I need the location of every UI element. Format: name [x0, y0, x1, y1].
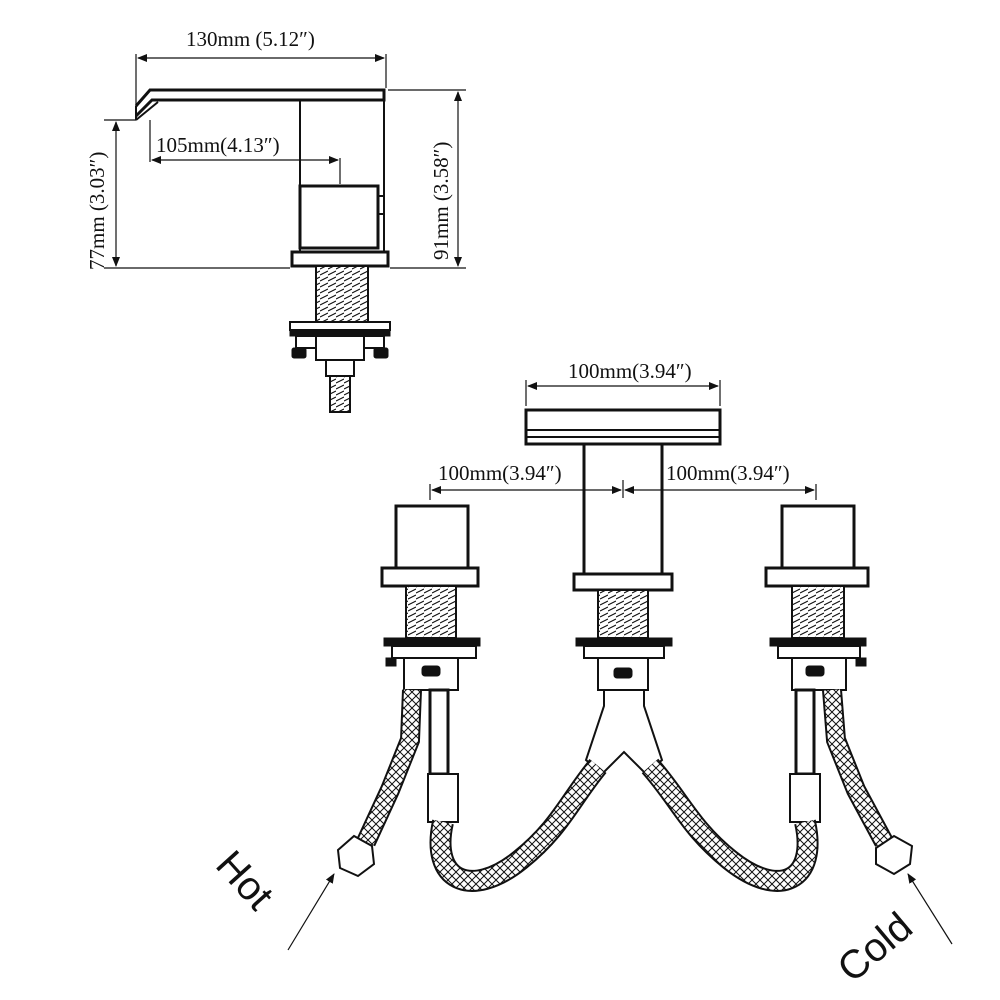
hot-escutcheon	[380, 566, 480, 588]
side-view: 130mm (5.12″) 105mm(4.13″) 77mm (3.03″) …	[85, 27, 466, 413]
dim-spout-width-text: 100mm(3.94″)	[568, 359, 692, 383]
y-connector	[584, 689, 664, 776]
hot-link-hose	[431, 760, 605, 890]
side-nut	[315, 335, 365, 361]
side-spout	[134, 88, 386, 121]
cold-fitting	[875, 834, 914, 876]
side-body	[299, 99, 385, 253]
dim-spout-height: 77mm (3.03″)	[85, 119, 290, 270]
cold-escutcheon	[764, 566, 870, 588]
cold-handle	[780, 504, 856, 570]
dim-spout-width: 100mm(3.94″)	[525, 359, 721, 406]
dim-left-spacing-text: 100mm(3.94″)	[438, 461, 562, 485]
dim-left-spacing: 100mm(3.94″)	[429, 461, 624, 500]
dim-total-height-text: 91mm (3.58″)	[429, 142, 453, 260]
dim-total-height: 91mm (3.58″)	[388, 89, 466, 269]
dim-reach: 105mm(4.13″)	[149, 120, 341, 184]
spout-shank	[572, 572, 674, 691]
dim-right-spacing: 100mm(3.94″)	[624, 461, 817, 500]
hot-label: Hot	[207, 843, 281, 919]
cold-arrow	[907, 873, 953, 945]
dim-reach-text: 105mm(4.13″)	[156, 133, 280, 157]
dim-total-length: 130mm (5.12″)	[135, 27, 387, 112]
side-threaded-shank	[315, 265, 369, 323]
dim-spout-height-text: 77mm (3.03″)	[85, 152, 109, 270]
front-view: 100mm(3.94″) 100mm(3.94″) 100mm(3.94″)	[207, 359, 953, 991]
hot-fitting	[336, 834, 376, 878]
cold-supply-hose	[824, 689, 892, 846]
side-inlet	[329, 375, 351, 413]
hot-supply-hose	[358, 689, 420, 846]
hot-handle	[394, 504, 470, 570]
side-washer	[289, 321, 391, 331]
side-base-plate	[290, 250, 390, 268]
hot-valve	[380, 504, 481, 691]
cold-valve	[764, 504, 870, 691]
side-handle	[298, 184, 380, 250]
cold-label: Cold	[830, 904, 921, 991]
dim-total-length-text: 130mm (5.12″)	[186, 27, 315, 51]
hot-arrow	[287, 873, 335, 951]
cold-link-hose	[643, 760, 817, 890]
dim-right-spacing-text: 100mm(3.94″)	[666, 461, 790, 485]
